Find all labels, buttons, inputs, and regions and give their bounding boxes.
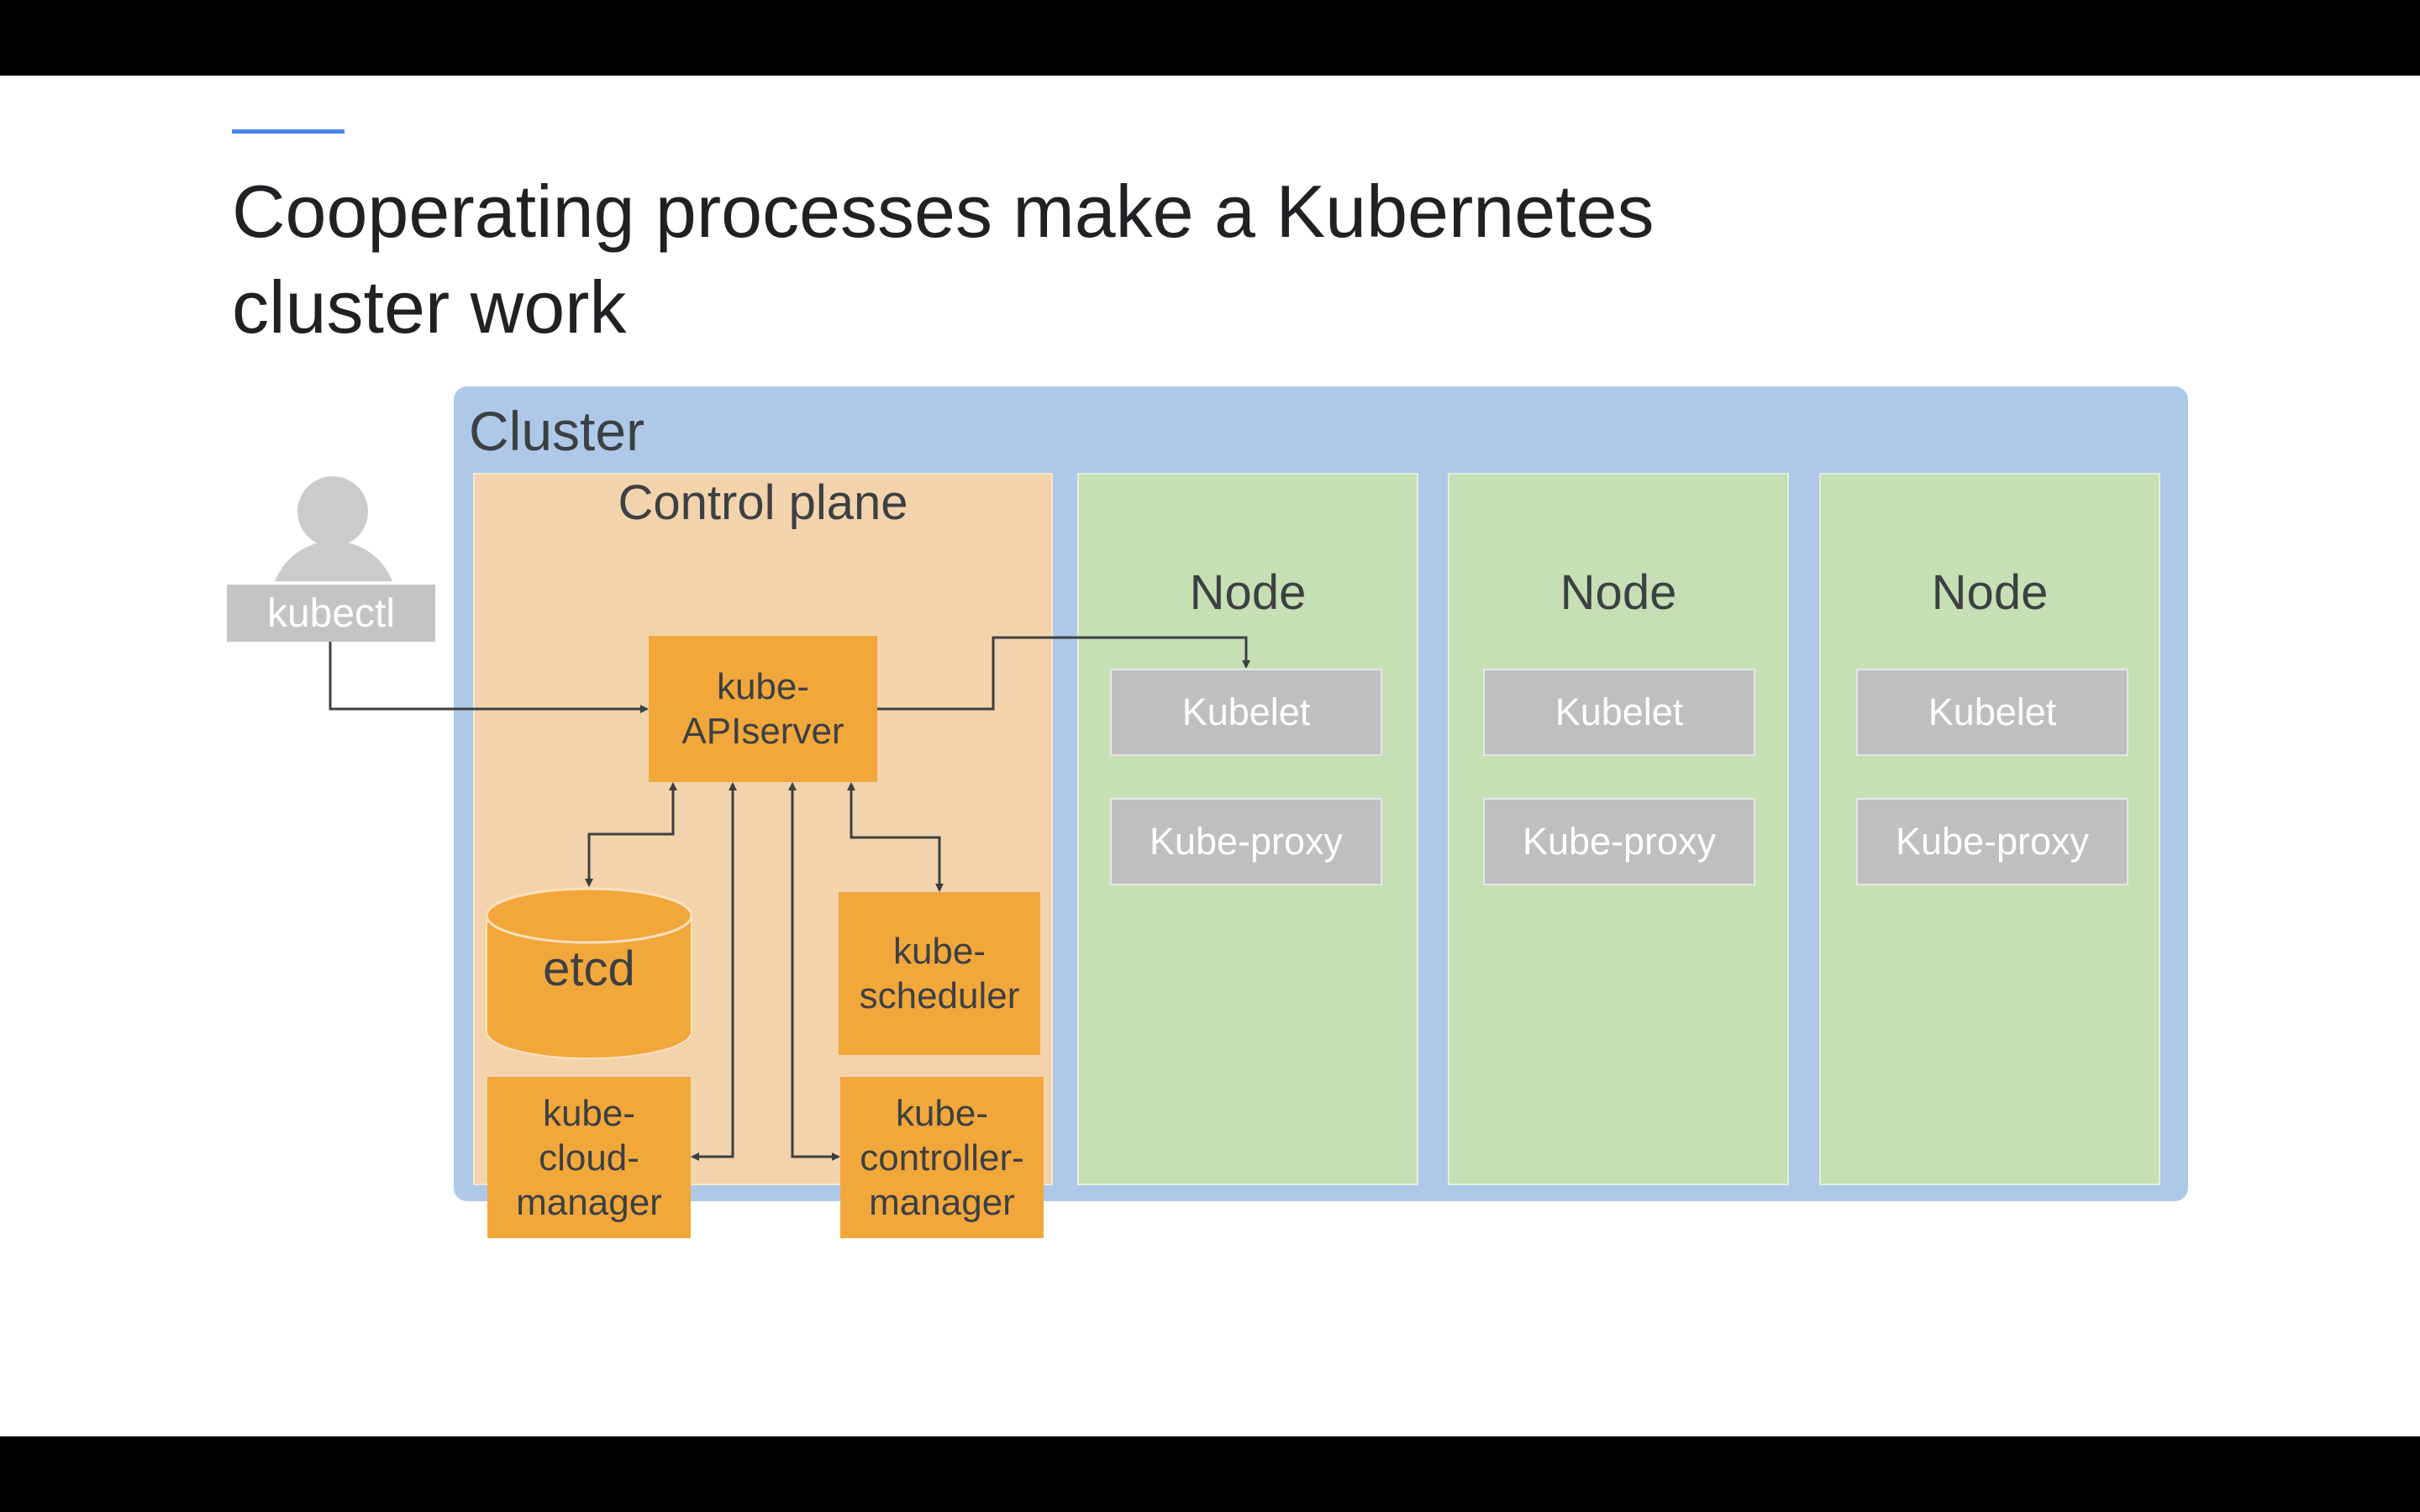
kube-proxy-box: Kube-proxy xyxy=(1856,798,2128,885)
apiserver-line-2: APIserver xyxy=(681,711,844,752)
etcd-label: etcd xyxy=(543,942,635,996)
etcd-cylinder-icon xyxy=(486,887,692,1059)
kube-apiserver-box: kube- APIserver xyxy=(649,636,877,782)
apiserver-scheduler-arrow xyxy=(847,782,944,892)
title-accent-line xyxy=(232,129,345,134)
kubelet-box: Kubelet xyxy=(1110,669,1382,756)
apiserver-cloud-manager-arrow xyxy=(691,782,737,1161)
slide-title: Cooperating processes make a Kubernetes … xyxy=(232,164,1912,355)
node-label: Node xyxy=(1189,565,1307,620)
cloud-manager-line-1: kube- xyxy=(542,1092,636,1134)
apiserver-to-kubelet-arrow xyxy=(877,636,1250,711)
cloud-manager-line-3: manager xyxy=(516,1181,662,1223)
apiserver-etcd-arrow xyxy=(585,782,677,887)
title-line-1: Cooperating processes make a Kubernetes xyxy=(232,170,1655,253)
kube-controller-manager-box: kube- controller- manager xyxy=(840,1077,1044,1238)
control-plane-panel: Control plane xyxy=(473,473,1053,1185)
kubelet-box: Kubelet xyxy=(1483,669,1755,756)
kube-cloud-manager-box: kube- cloud- manager xyxy=(487,1077,691,1238)
kubelet-box: Kubelet xyxy=(1856,669,2128,756)
kube-proxy-box: Kube-proxy xyxy=(1110,798,1382,885)
control-plane-label: Control plane xyxy=(618,475,908,530)
title-line-2: cluster work xyxy=(232,265,627,349)
cloud-manager-line-2: cloud- xyxy=(539,1137,639,1179)
scheduler-line-1: kube- xyxy=(892,931,986,972)
node-label: Node xyxy=(1560,565,1677,620)
controller-manager-line-2: controller- xyxy=(860,1137,1024,1179)
kubectl-to-apiserver-arrow xyxy=(329,642,649,713)
controller-manager-line-3: manager xyxy=(869,1181,1015,1223)
kube-scheduler-box: kube- scheduler xyxy=(839,892,1040,1055)
apiserver-controller-manager-arrow xyxy=(788,782,840,1161)
person-icon-head xyxy=(297,476,368,547)
controller-manager-line-1: kube- xyxy=(895,1092,989,1134)
kubectl-label: kubectl xyxy=(227,581,435,642)
apiserver-line-1: kube- xyxy=(716,666,810,707)
scheduler-line-2: scheduler xyxy=(859,975,1020,1016)
kube-proxy-box: Kube-proxy xyxy=(1483,798,1755,885)
cluster-label: Cluster xyxy=(469,400,645,462)
node-label: Node xyxy=(1931,565,2049,620)
